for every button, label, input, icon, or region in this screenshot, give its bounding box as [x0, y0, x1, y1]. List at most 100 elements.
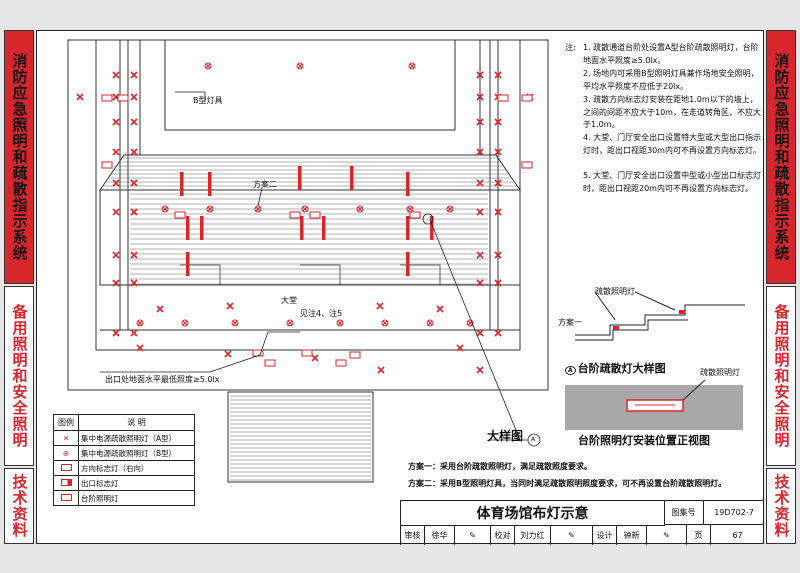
x-stroke [112, 251, 120, 259]
x-lamp-icon: ✕ [53, 430, 79, 446]
exit-sign-icon [521, 161, 533, 169]
review-label: 审核 [401, 525, 425, 545]
legend-text: 方向标志灯（右向） [78, 460, 195, 476]
a-type-lamp-icon [476, 148, 484, 156]
x-stroke [357, 206, 363, 212]
step-light-bar [406, 252, 410, 276]
step-light-bar [300, 216, 304, 240]
x-stroke [476, 148, 484, 156]
front-title: 台阶照明灯安装位置正视图 [578, 434, 710, 447]
atlas-number: 19D702-7 [704, 501, 764, 525]
x-stroke [456, 344, 464, 352]
a-type-lamp-icon [226, 302, 234, 310]
label-b-fixture: B型灯具 [193, 96, 223, 105]
x-stroke [476, 179, 484, 187]
side-right-mid: 备用照明和安全照明 [766, 286, 796, 466]
detail-lamp-label: 疏散照明灯 [595, 287, 635, 296]
a-type-lamp-icon [130, 93, 138, 101]
x-stroke [382, 320, 388, 326]
exit-sign-icon [101, 161, 113, 169]
note-5: 5. 大堂、门厅安全出口设置中型或小型出口标志灯时，距出口视距20m内可不再设置… [583, 171, 762, 193]
label-hall: 大堂 [281, 296, 297, 305]
x-stroke [427, 320, 433, 326]
x-stroke [494, 208, 502, 216]
circle-ring [381, 319, 389, 327]
step-light-bar [298, 166, 302, 190]
b-type-lamp-icon [446, 205, 454, 213]
designer-name: 钟新 [617, 525, 647, 545]
note-3: 3. 疏散方向标志灯安装在距地1.0m以下的墙上，之间的间距不应大于10m，在走… [583, 95, 761, 129]
design-label: 设计 [593, 525, 617, 545]
x-stroke [407, 206, 413, 212]
a-type-lamp-icon [112, 179, 120, 187]
step-light-bar [430, 216, 434, 240]
x-stroke [112, 279, 120, 287]
b-type-lamp-icon [181, 319, 189, 327]
x-stroke [156, 305, 164, 313]
exit-sign-icon [349, 351, 361, 359]
drawing-title: 体育场馆布灯示意 [401, 501, 665, 526]
x-stroke [476, 93, 484, 101]
b-type-lamp-icon [136, 319, 144, 327]
a-type-lamp-icon [76, 93, 84, 101]
b-type-lamp-icon [204, 62, 212, 70]
x-stroke [130, 71, 138, 79]
a-type-lamp-icon [136, 344, 144, 352]
x-stroke [297, 63, 303, 69]
exit-sign-icon [521, 94, 533, 102]
b-type-lamp-icon [206, 205, 214, 213]
a-type-lamp-icon [476, 118, 484, 126]
exit-sign-icon [497, 94, 509, 102]
x-stroke [476, 279, 484, 287]
x-stroke [476, 118, 484, 126]
page-label: 页 [687, 525, 711, 545]
step-light-bar [200, 216, 204, 240]
x-stroke [476, 251, 484, 259]
a-type-lamp-icon [130, 279, 138, 287]
b-type-lamp-icon [381, 319, 389, 327]
x-stroke [130, 279, 138, 287]
side-left-top-text: 消防应急照明和疏散指示系统 [10, 53, 29, 261]
label-see-note: 见注4、注5 [300, 309, 343, 318]
circle-ring [426, 319, 434, 327]
x-stroke [112, 118, 120, 126]
x-stroke [112, 179, 120, 187]
a-type-lamp-icon [224, 350, 232, 358]
a-type-lamp-icon [112, 148, 120, 156]
a-type-lamp-icon [476, 93, 484, 101]
circle-ring [466, 319, 474, 327]
legend-text: 集中电源疏散照明灯（A型） [78, 430, 195, 446]
a-type-lamp-icon [476, 366, 484, 374]
legend-text: 出口标志灯 [78, 475, 195, 491]
a-type-lamp-icon [476, 71, 484, 79]
x-stroke [476, 71, 484, 79]
exit-sign-icon [101, 94, 113, 102]
label-detail: 大样图 [487, 429, 524, 443]
legend-col-symbol: 图例 [53, 414, 79, 431]
side-right-mid-text: 备用照明和安全照明 [772, 304, 791, 448]
x-stroke [376, 302, 384, 310]
circle-ring [296, 62, 304, 70]
x-stroke [112, 148, 120, 156]
x-stroke [130, 329, 138, 337]
label-scheme2: 方案二 [253, 180, 277, 189]
exit-sign-icon [409, 211, 421, 219]
notes-prefix: 注: [565, 43, 576, 52]
detail-scheme1-label: 方案一 [558, 318, 582, 327]
detail-title-text: 台阶疏散灯大样图 [577, 362, 666, 375]
x-stroke [205, 63, 211, 69]
side-right-bottom-text: 技术资料 [772, 474, 791, 538]
b-type-lamp-icon [161, 205, 169, 213]
x-stroke [476, 208, 484, 216]
x-stroke [409, 63, 415, 69]
a-type-lamp-icon [456, 344, 464, 352]
a-type-lamp-icon [376, 302, 384, 310]
reviewer-name: 徐华 [425, 525, 455, 545]
step-section [575, 304, 745, 336]
x-stroke [130, 118, 138, 126]
x-stroke [130, 208, 138, 216]
a-type-lamp-icon [130, 71, 138, 79]
b-type-lamp-icon [301, 205, 309, 213]
x-stroke [130, 251, 138, 259]
